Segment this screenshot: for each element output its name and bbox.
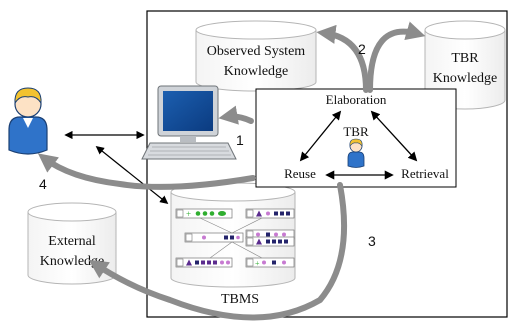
tbr-agent-icon bbox=[347, 138, 365, 168]
gray-flow-arrows bbox=[37, 21, 426, 321]
step-label-2: 2 bbox=[358, 41, 366, 57]
arrow-2b bbox=[367, 21, 426, 93]
arrow-3 bbox=[88, 182, 348, 321]
user-tbms-arrow bbox=[95, 145, 169, 205]
trace-rows: + bbox=[175, 208, 295, 268]
tbr-process-box: Elaboration TBR Reuse Retrieval bbox=[255, 88, 457, 188]
step-label-1: 1 bbox=[236, 132, 244, 148]
observed-system-knowledge-line2: Knowledge bbox=[224, 64, 289, 79]
user-icon bbox=[8, 87, 48, 155]
svg-text:+: + bbox=[255, 259, 260, 268]
tbms-db: + bbox=[170, 182, 296, 288]
tbr-knowledge-line1: TBR bbox=[451, 51, 479, 66]
reuse-label: Reuse bbox=[284, 166, 316, 181]
elaboration-label: Elaboration bbox=[326, 92, 387, 107]
step-label-3: 3 bbox=[368, 233, 376, 249]
external-knowledge-line2: Knowledge bbox=[40, 254, 105, 269]
tbms-label: TBMS bbox=[221, 292, 259, 307]
retrieval-label: Retrieval bbox=[401, 166, 449, 181]
computer-icon bbox=[141, 85, 237, 160]
arrow-2a bbox=[316, 24, 369, 93]
external-knowledge-line1: External bbox=[48, 234, 96, 249]
trace-links bbox=[199, 217, 263, 259]
arrow-4 bbox=[37, 153, 256, 190]
svg-text:+: + bbox=[186, 209, 191, 219]
tbr-knowledge-line2: Knowledge bbox=[433, 71, 498, 86]
observed-system-knowledge-line1: Observed System bbox=[207, 44, 305, 59]
observed-system-knowledge-db: Observed System Knowledge bbox=[195, 20, 317, 92]
step-label-4: 4 bbox=[39, 176, 47, 192]
arrow-1 bbox=[218, 105, 254, 125]
tbr-label: TBR bbox=[343, 124, 369, 139]
